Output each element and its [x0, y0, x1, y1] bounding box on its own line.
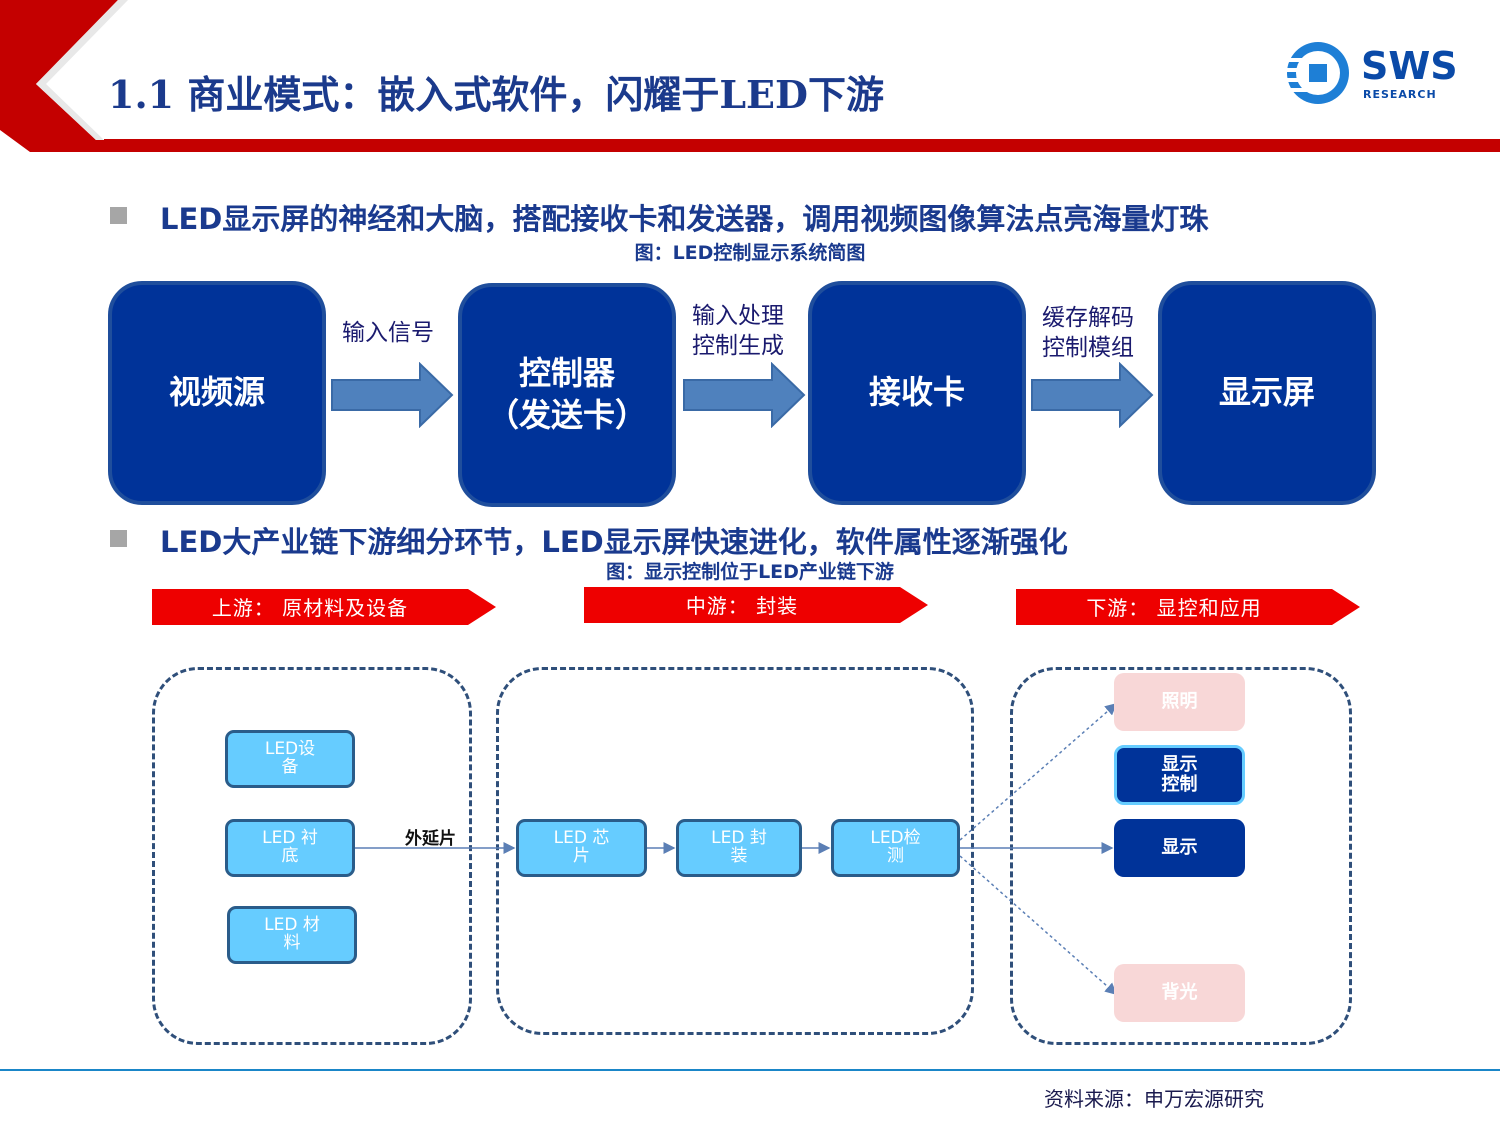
flow-box-display-screen: 显示屏 — [1158, 281, 1376, 505]
led-package-box: LED 封装 — [676, 819, 802, 877]
header-banner — [0, 0, 1500, 152]
flow-box-label: 控制器 — [518, 354, 615, 393]
arrow-label-line: 缓存解码 — [1042, 305, 1134, 331]
figure-caption-2: 图：显示控制位于LED产业链下游 — [606, 561, 894, 583]
bullet-marker-1 — [110, 207, 127, 224]
box-line: 底 — [281, 846, 299, 866]
box-line: 料 — [283, 933, 301, 953]
led-substrate-box: LED 衬底 — [225, 819, 355, 877]
led-test-box: LED检测 — [831, 819, 960, 877]
upstream-group — [152, 667, 472, 1045]
lighting-box: 照明 — [1114, 673, 1245, 731]
arrow-label-line: 输入信号 — [342, 320, 434, 346]
arrow-label-line: 控制模组 — [1042, 334, 1134, 361]
flow-box-label: 显示屏 — [1218, 373, 1315, 412]
led-chip-box: LED 芯片 — [516, 819, 647, 877]
epitaxy-label: 外延片 — [405, 829, 456, 849]
box-line: 备 — [281, 757, 299, 777]
box-line: 显示 — [1161, 754, 1198, 776]
flow-arrow-3 — [1031, 362, 1154, 428]
arrow-label-3: 缓存解码 控制模组 — [1030, 304, 1146, 364]
figure-caption-1: 图：LED控制显示系统简图 — [634, 242, 866, 264]
display-control-box: 显示控制 — [1114, 745, 1245, 805]
sws-globe-icon — [1285, 42, 1349, 104]
box-label: 照明 — [1161, 691, 1198, 713]
arrow-label-line: 控制生成 — [692, 332, 784, 359]
arrow-label-2: 输入处理 控制生成 — [680, 302, 796, 362]
logo-name: SWS — [1361, 44, 1458, 88]
flow-arrow-2 — [683, 362, 806, 428]
bullet-marker-2 — [110, 530, 127, 547]
display-box: 显示 — [1114, 819, 1245, 877]
sws-logo: SWS RESEARCH — [1285, 42, 1475, 106]
stage-upstream: 上游： 原材料及设备 — [211, 595, 409, 620]
stage-banner-bg-3 — [1016, 589, 1360, 625]
led-material-box: LED 材料 — [227, 906, 357, 964]
stage-banner-bg-2 — [584, 587, 928, 623]
bullet-2: LED大产业链下游细分环节，LED显示屏快速进化，软件属性逐渐强化 — [160, 525, 1068, 559]
flow-box-label: 接收卡 — [868, 373, 965, 412]
midstream-group — [496, 667, 974, 1035]
stage-banner-bg-1 — [152, 589, 496, 625]
box-line: 控制 — [1161, 774, 1198, 795]
box-line: LED 衬 — [262, 828, 318, 849]
backlight-box: 背光 — [1114, 964, 1245, 1022]
stage-midstream: 中游： 封装 — [685, 593, 799, 618]
logo-sub: RESEARCH — [1363, 88, 1437, 101]
flow-box-video-source: 视频源 — [108, 281, 326, 505]
box-line: 装 — [730, 846, 748, 866]
flow-arrow-1 — [331, 362, 454, 428]
source-note: 资料来源：申万宏源研究 — [1044, 1087, 1264, 1111]
downstream-group — [1010, 667, 1352, 1045]
box-line: 片 — [573, 846, 590, 866]
box-line: LED 芯 — [553, 828, 610, 849]
footer-rule — [0, 1069, 1500, 1071]
box-label: 背光 — [1161, 982, 1198, 1004]
flow-box-receiver-card: 接收卡 — [808, 281, 1026, 505]
box-line: LED设 — [264, 739, 316, 760]
box-line: LED 材 — [264, 915, 320, 936]
flow-box-sublabel: （发送卡） — [486, 396, 647, 434]
led-equipment-box: LED设备 — [225, 730, 355, 788]
stage-downstream: 下游： 显控和应用 — [1086, 595, 1262, 620]
page-title: 1.1 商业模式：嵌入式软件，闪耀于LED下游 — [108, 72, 884, 117]
flow-box-controller: 控制器 （发送卡） — [458, 283, 676, 507]
box-line: 测 — [887, 846, 904, 866]
flow-box-label: 视频源 — [168, 373, 265, 412]
box-line: LED 封 — [711, 828, 767, 849]
box-label: 显示 — [1161, 837, 1198, 859]
box-line: LED检 — [870, 828, 921, 849]
arrow-label-1: 输入信号 — [330, 319, 446, 349]
bullet-1: LED显示屏的神经和大脑，搭配接收卡和发送器，调用视频图像算法点亮海量灯珠 — [160, 202, 1209, 236]
arrow-label-line: 输入处理 — [692, 303, 784, 329]
